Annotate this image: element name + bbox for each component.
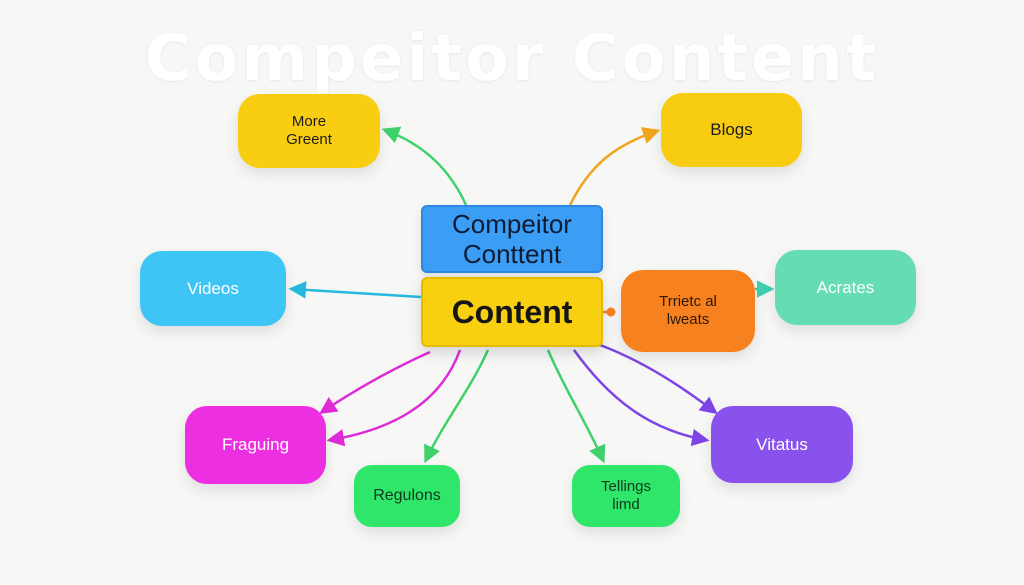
center-main-label: Content (451, 293, 573, 330)
link-to-more-green (381, 126, 468, 206)
link-to-videos (288, 281, 422, 299)
node-trending-line-1: Trrietc al (659, 293, 717, 310)
link-to-fraguing-a (319, 350, 431, 414)
node-blogs[interactable]: Blogs (661, 93, 802, 167)
center-top-line-2: Conttent (462, 239, 562, 269)
node-vitatus-label: Vitatus (756, 434, 808, 454)
center-node-content[interactable]: Content (421, 277, 603, 347)
node-tellings[interactable]: Tellings limd (572, 465, 680, 527)
link-to-vitatus-b (599, 343, 718, 415)
node-tellings-line-2: limd (612, 496, 640, 513)
node-more-green-line-1: More (291, 113, 327, 130)
node-videos[interactable]: Videos (140, 251, 286, 326)
node-acrates-label: Acrates (816, 277, 875, 297)
link-dot-trending (606, 307, 616, 317)
node-vitatus[interactable]: Vitatus (711, 406, 853, 483)
link-to-regulons (424, 349, 490, 464)
link-to-vitatus-a (572, 349, 710, 447)
node-videos-label: Videos (187, 278, 239, 298)
node-regulons-label: Regulons (373, 487, 441, 504)
link-to-fraguing-b (326, 349, 462, 447)
node-more-green[interactable]: More Greent (238, 94, 380, 168)
center-node-competitor-content[interactable]: Compeitor Conttent (421, 205, 603, 273)
node-fraguing[interactable]: Fraguing (185, 406, 326, 484)
node-blogs-label: Blogs (710, 120, 753, 139)
node-trending-line-2: lweats (666, 311, 710, 328)
node-regulons[interactable]: Regulons (354, 465, 460, 527)
node-fraguing-label: Fraguing (221, 435, 290, 454)
node-tellings-line-1: Tellings (600, 478, 652, 495)
node-more-green-line-2: Greent (286, 131, 332, 148)
watermark-title: Compeitor Content (144, 22, 880, 96)
link-to-blogs (568, 127, 661, 206)
node-acrates[interactable]: Acrates (775, 250, 916, 325)
node-trending[interactable]: Trrietc al lweats (621, 270, 755, 352)
center-top-line-1: Compeitor (452, 209, 572, 239)
link-to-tellings (546, 349, 606, 464)
